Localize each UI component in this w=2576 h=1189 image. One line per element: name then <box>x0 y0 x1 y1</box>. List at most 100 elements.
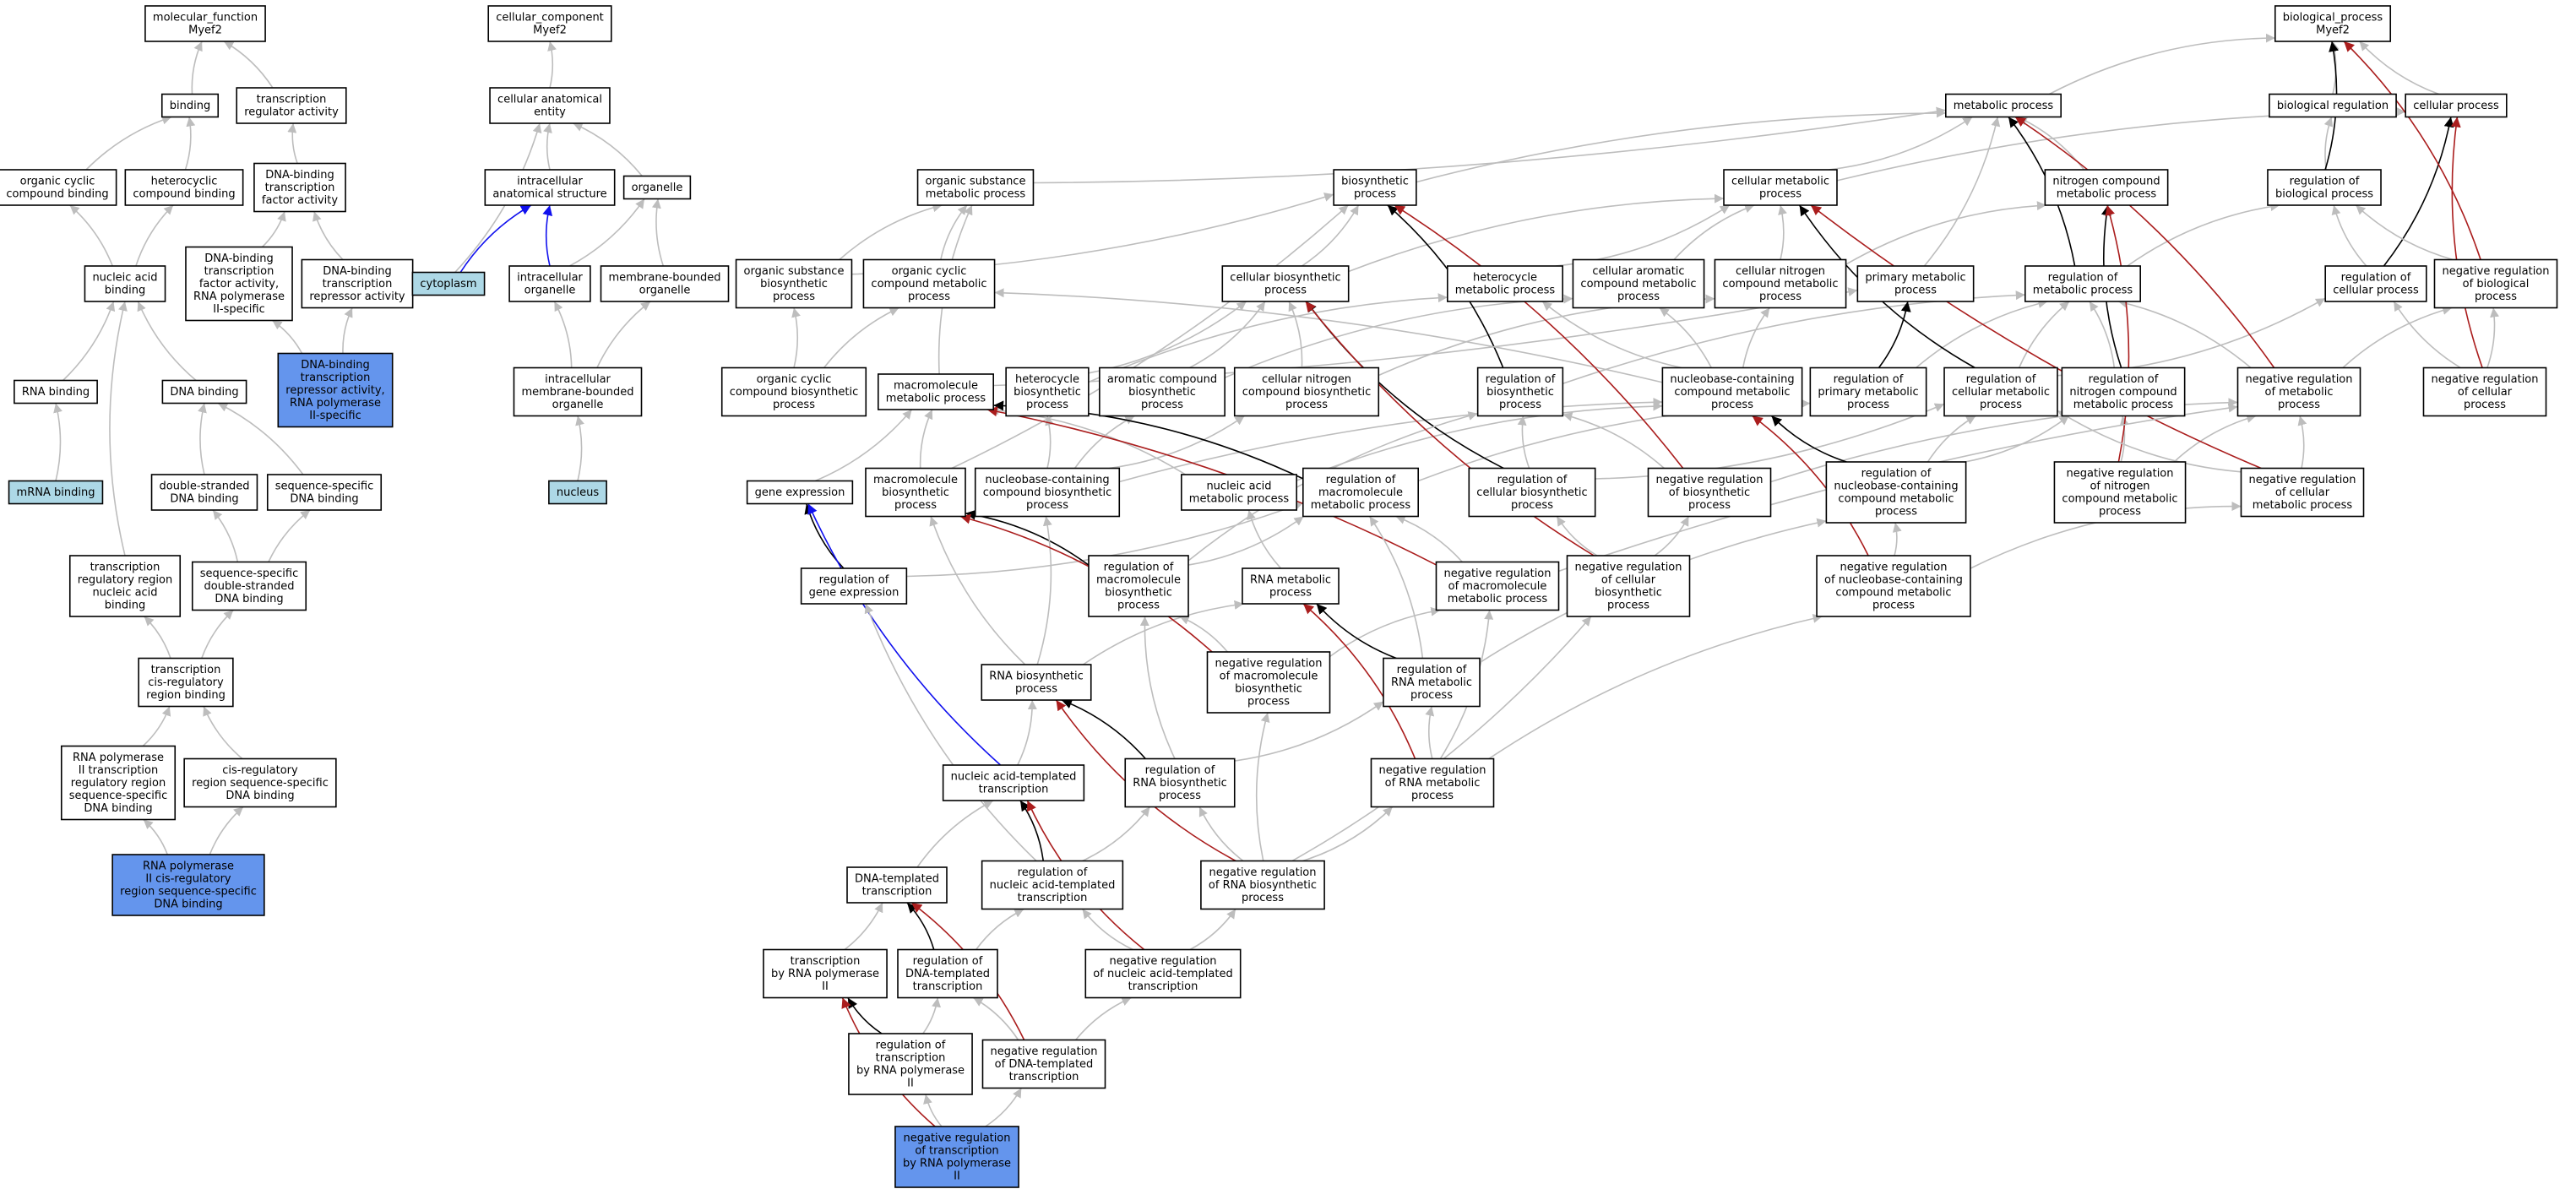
edge-neg-reg-dt-to-neg-reg-nat <box>1074 996 1132 1041</box>
edge-mb-organelle-to-organelle <box>651 198 665 267</box>
edge-nb-metab-to-hc-metab <box>1541 301 1682 369</box>
node-label-line: of nucleic acid-templated <box>1093 968 1232 980</box>
node-label-line: region sequence-specific <box>120 886 257 899</box>
node-label-line: of RNA metabolic <box>1385 777 1481 790</box>
node-label-line: DNA-templated <box>855 873 939 886</box>
node-box <box>160 93 220 118</box>
node-label-line: macromolecule <box>1318 486 1403 499</box>
node-label-line: regulation of <box>1326 474 1396 486</box>
edge-neg-reg-rna-metab-to-reg-rna-metab <box>1425 706 1435 759</box>
node-label-line: cis-regulatory <box>148 676 224 689</box>
node-box <box>1435 561 1560 611</box>
edge-reg-dt-to-dt <box>906 902 935 950</box>
edge-cell-metab-to-metab <box>1829 116 1973 171</box>
node-label-line: negative regulation <box>903 1132 1010 1145</box>
node-label-line: process <box>1607 600 1649 612</box>
edge-oc-biosyn-to-oc-metab <box>823 307 899 368</box>
go-term-node-organelle: organelle <box>622 175 692 200</box>
node-label-line: compound metabolic <box>1580 278 1696 290</box>
node-label-line: RNA metabolic <box>1391 676 1472 689</box>
node-box <box>484 169 616 206</box>
node-label-line: transcription <box>301 372 371 384</box>
node-label-line: process <box>1980 399 2022 411</box>
node-label-line: sequence-specific <box>200 567 298 580</box>
node-label-line: organic cyclic <box>757 373 832 386</box>
edge-nucleus-to-ic-mb-organelle <box>575 415 584 481</box>
node-label-line: metabolic process <box>2057 188 2157 201</box>
node-label-line: negative regulation <box>2066 468 2173 480</box>
edge-nuc-acid-bind-to-hetcyc-bind <box>135 204 174 267</box>
edge-ca-metab-to-cell-metab <box>1673 204 1755 261</box>
node-box <box>111 854 265 916</box>
edge-reg-nat-to-reg-gene-expr <box>864 603 1037 862</box>
node-box <box>2422 366 2547 417</box>
node-box <box>411 271 486 296</box>
node-label-line: negative regulation <box>2245 373 2352 386</box>
node-label-line: DNA-binding <box>301 359 370 372</box>
node-box <box>138 657 234 708</box>
node-label-line: biosynthetic <box>1105 587 1172 600</box>
node-label-line: regulation of <box>2089 373 2159 386</box>
node-label-line: regulation of <box>913 955 983 968</box>
node-label-line: DNA binding <box>226 790 294 802</box>
node-label-line: cellular process <box>2333 285 2419 297</box>
node-box <box>1468 467 1596 518</box>
edge-dbt-repr-to-dbtf-act <box>312 211 344 261</box>
node-label-line: nucleic acid <box>92 272 157 285</box>
edge-ds-dna-bind-to-dna-bind <box>198 403 207 475</box>
node-label-line: metabolic process <box>1448 593 1548 605</box>
node-label-line: region sequence-specific <box>192 777 329 790</box>
node-label-line: RNA polymerase <box>73 752 164 764</box>
node-label-line: transcription <box>913 980 983 993</box>
edge-neg-reg-metab-to-metab <box>2014 116 2275 368</box>
edge-neg-reg-n-metab-to-reg-n-metab <box>2119 415 2129 463</box>
edge-neg-reg-nb-metab-to-reg-nb-metab <box>1892 522 1902 556</box>
node-label-line: biosynthetic <box>1235 683 1302 696</box>
node-box <box>1943 366 2058 417</box>
edge-neg-reg-cell-metab-to-neg-reg-metab <box>2297 415 2307 469</box>
edge-reg-macro-biosyn-to-reg-macro-metab <box>1187 515 1304 566</box>
edge-rna-bind-to-nuc-acid-bind <box>62 301 116 382</box>
node-box <box>1714 258 1847 309</box>
edge-cn-metab-to-n-metab <box>1845 201 2046 265</box>
node-label-line: II <box>822 980 829 993</box>
edge-hc-metab-to-cell-metab <box>1556 204 1731 267</box>
node-label-line: transcription <box>979 784 1049 796</box>
node-label-line: sequence-specific <box>275 480 373 493</box>
edge-reg-cell-to-cell-proc <box>2383 117 2454 267</box>
node-label-line: process <box>1117 600 1160 612</box>
node-label-line: cellular metabolic <box>1952 386 2050 399</box>
node-label-line: repressor activity, <box>285 384 384 397</box>
node-label-line: metabolic process <box>1311 499 1411 512</box>
go-term-node-rna-bind: RNA binding <box>14 379 98 404</box>
node-label-line: negative regulation <box>1378 764 1486 777</box>
node-box <box>489 87 611 124</box>
edge-nb-biosyn-to-nb-metab <box>1119 397 1663 483</box>
node-box <box>981 664 1092 701</box>
node-box <box>144 5 266 42</box>
node-label-line: of nucleobase-containing <box>1824 574 1963 587</box>
node-box <box>942 764 1085 801</box>
edge-rnap2-cis-bind-to-cis-ss-bind <box>209 806 244 855</box>
edge-ic-mb-organelle-to-mb-organelle <box>596 301 651 368</box>
node-label-line: process <box>908 290 950 303</box>
node-label-line: Myef2 <box>533 24 567 37</box>
node-label-line: negative regulation <box>1443 567 1551 580</box>
node-label-line: molecular_function <box>153 12 258 24</box>
node-label-line: organic cyclic <box>20 176 95 188</box>
edges-layer <box>53 33 2500 1127</box>
node-label-line: binding <box>170 100 210 112</box>
node-box <box>14 379 98 404</box>
node-box <box>1723 169 1838 206</box>
